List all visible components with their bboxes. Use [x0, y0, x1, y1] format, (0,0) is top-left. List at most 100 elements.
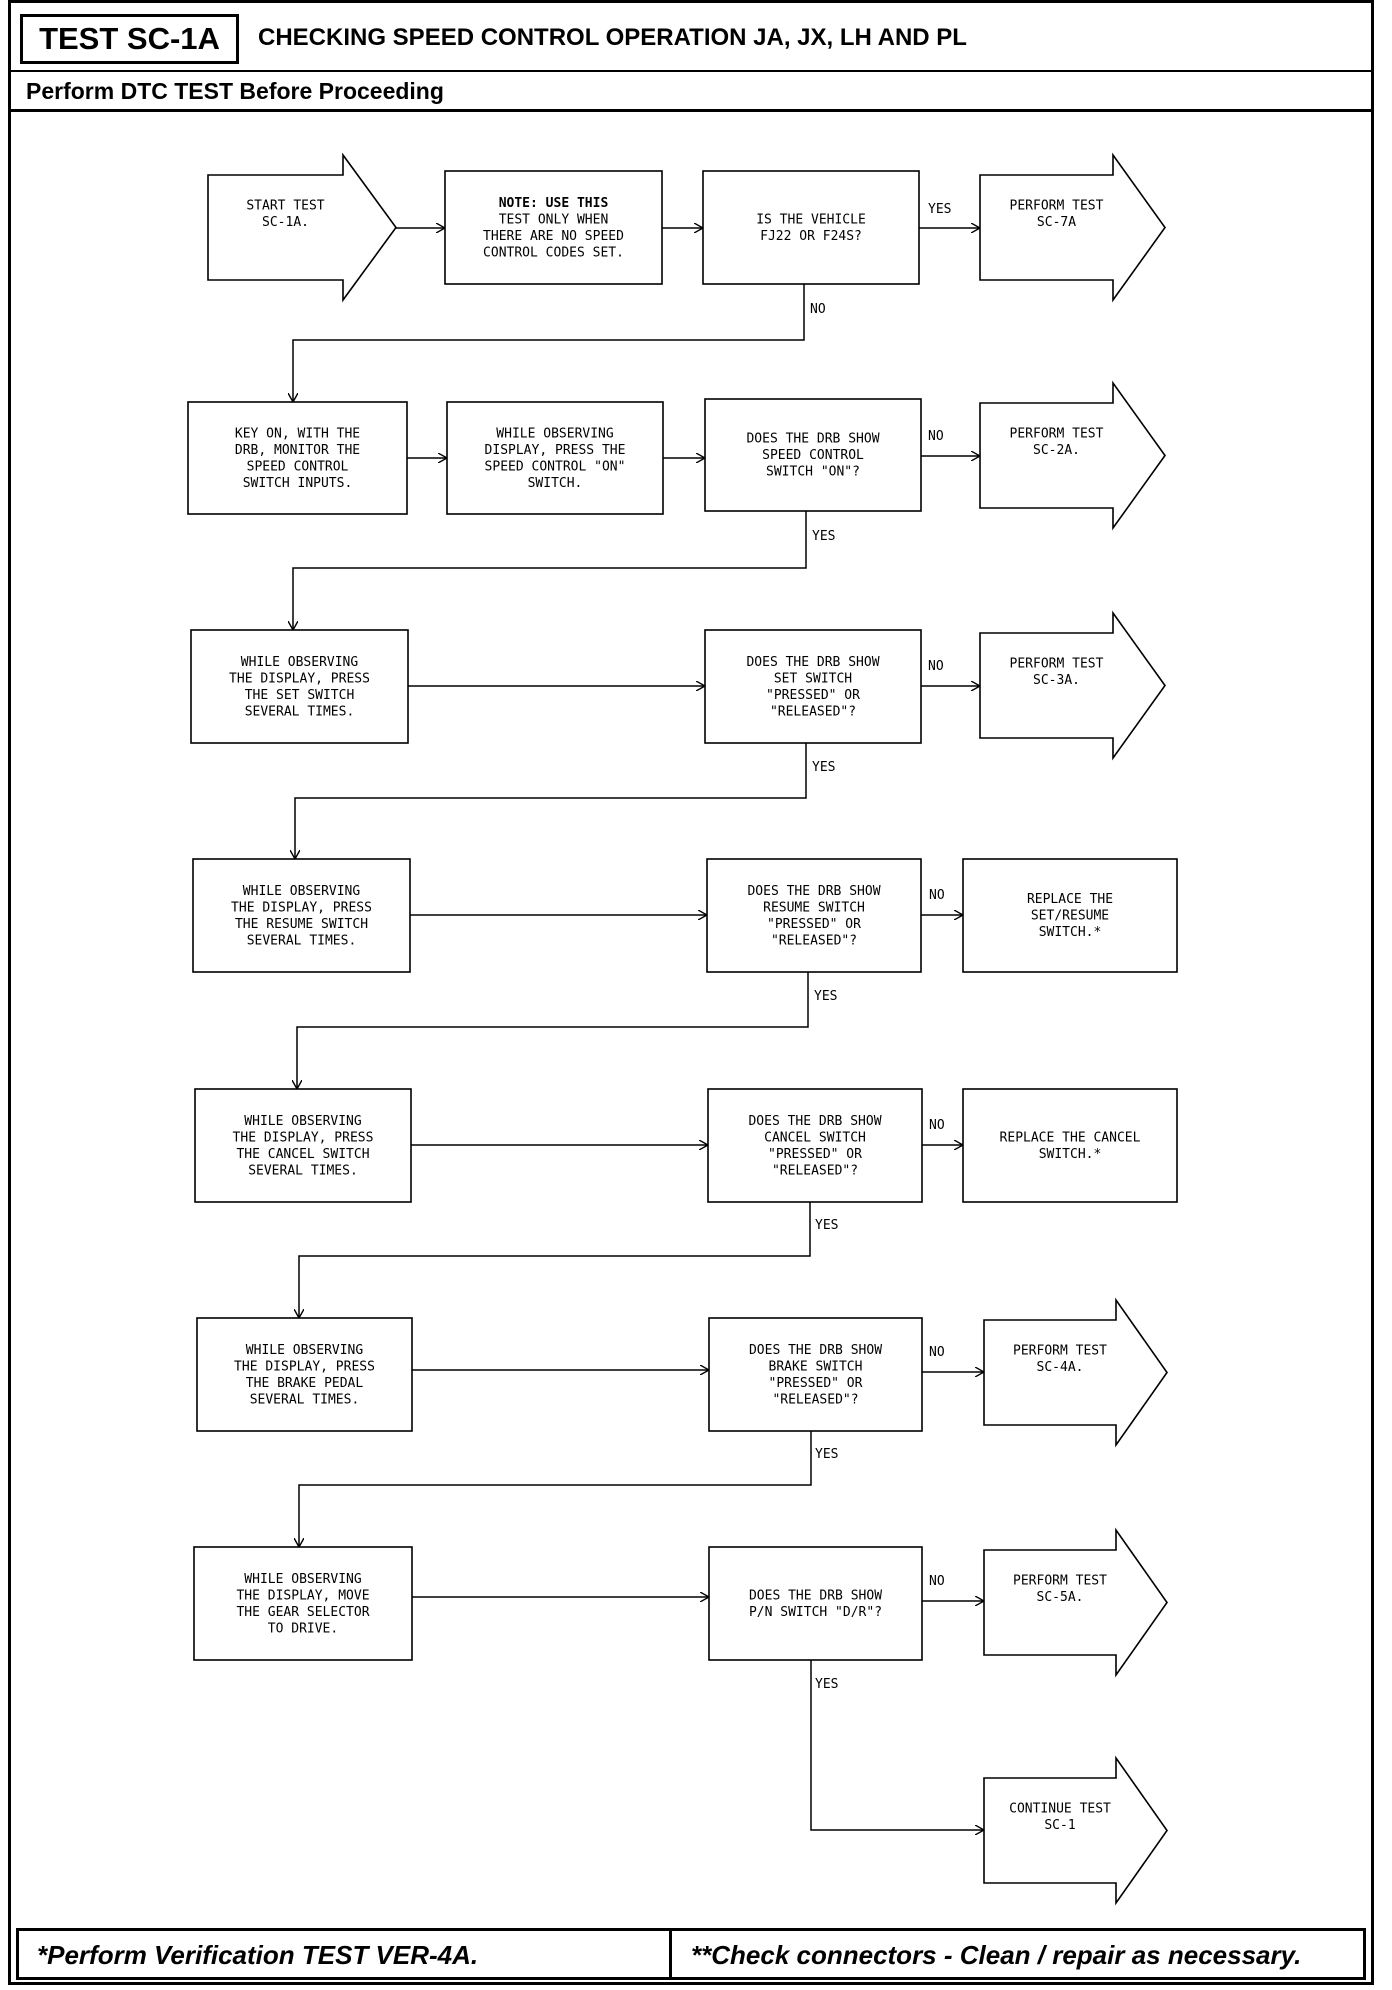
subheader-row: Perform DTC TEST Before Proceeding — [8, 72, 1374, 112]
node-q_cancel-line: "PRESSED" OR — [768, 1147, 862, 1162]
node-press_cancel-line: SEVERAL TIMES. — [248, 1163, 358, 1178]
box-press_brake — [196, 1317, 413, 1432]
node-q_brake-line: DOES THE DRB SHOW — [749, 1343, 882, 1358]
box-q_pn — [708, 1546, 923, 1661]
node-press_set-line: SEVERAL TIMES. — [245, 704, 355, 719]
node-press_brake-line: WHILE OBSERVING — [246, 1343, 364, 1358]
node-sc5a-line: PERFORM TEST — [1013, 1573, 1107, 1588]
page-subtitle: Perform DTC TEST Before Proceeding — [26, 78, 444, 104]
node-q_brake-line: "PRESSED" OR — [769, 1376, 863, 1391]
node-q_resume-line: RESUME SWITCH — [763, 900, 865, 915]
node-note-line: CONTROL CODES SET. — [483, 245, 624, 260]
connector — [299, 1431, 812, 1547]
node-move_gear-line: THE GEAR SELECTOR — [236, 1605, 369, 1620]
node-press_on-line: SWITCH. — [528, 476, 583, 491]
footer-connector-note: **Check connectors - Clean / repair as n… — [691, 1940, 1302, 1970]
connector — [295, 743, 807, 859]
node-q_vehicle-line: FJ22 OR F24S? — [760, 229, 862, 244]
box-replace_setresume — [962, 858, 1178, 973]
node-q_vehicle-line: IS THE VEHICLE — [756, 212, 866, 227]
node-q_set-line: "PRESSED" OR — [766, 688, 860, 703]
node-key_on-line: KEY ON, WITH THE — [235, 426, 360, 441]
arrow-start — [207, 152, 397, 303]
node-sc2a-line: SC-2A. — [1033, 443, 1080, 458]
label-yes: YES — [815, 1677, 838, 1692]
node-press_resume-line: THE DISPLAY, PRESS — [231, 900, 372, 915]
connector — [810, 1660, 984, 1830]
node-q_cancel-line: CANCEL SWITCH — [764, 1130, 866, 1145]
node-press_brake-line: THE DISPLAY, PRESS — [234, 1359, 375, 1374]
label-yes: YES — [815, 1447, 838, 1462]
node-press_cancel-line: WHILE OBSERVING — [244, 1114, 362, 1129]
node-press_cancel-line: THE CANCEL SWITCH — [236, 1147, 369, 1162]
footer-verification-note: *Perform Verification TEST VER-4A. — [37, 1940, 479, 1970]
connector — [299, 1202, 811, 1318]
node-replace_cancel-line: REPLACE THE CANCEL — [1000, 1130, 1141, 1145]
node-key_on-line: SPEED CONTROL — [247, 459, 349, 474]
node-move_gear-line: TO DRIVE. — [268, 1621, 338, 1636]
test-id-box: TEST SC-1A — [20, 14, 239, 64]
label-no: NO — [929, 1574, 945, 1589]
label-no: NO — [928, 429, 944, 444]
node-q_resume-line: DOES THE DRB SHOW — [747, 884, 880, 899]
node-start-line: START TEST — [246, 198, 324, 213]
node-continue-line: CONTINUE TEST — [1009, 1801, 1111, 1816]
arrow-sc7a — [979, 152, 1166, 303]
node-press_on-line: SPEED CONTROL "ON" — [485, 459, 626, 474]
node-q_on-line: SPEED CONTROL — [762, 448, 864, 463]
box-q_cancel — [707, 1088, 923, 1203]
arrow-sc5a — [983, 1527, 1168, 1678]
node-q_resume-line: "RELEASED"? — [771, 933, 857, 948]
node-press_resume-line: SEVERAL TIMES. — [247, 933, 357, 948]
node-key_on-line: DRB, MONITOR THE — [235, 443, 360, 458]
node-replace_setresume-line: SWITCH.* — [1039, 925, 1102, 940]
node-note-line: THERE ARE NO SPEED — [483, 229, 624, 244]
label-yes: YES — [815, 1218, 838, 1233]
node-q_on-line: DOES THE DRB SHOW — [746, 432, 879, 447]
node-sc3a-line: PERFORM TEST — [1010, 656, 1104, 671]
node-sc3a-line: SC-3A. — [1033, 673, 1080, 688]
node-q_pn-line: P/N SWITCH "D/R"? — [749, 1605, 882, 1620]
node-sc4a-line: SC-4A. — [1037, 1360, 1084, 1375]
node-q_brake-line: BRAKE SWITCH — [769, 1359, 863, 1374]
node-press_set-line: THE DISPLAY, PRESS — [229, 671, 370, 686]
box-replace_cancel — [962, 1088, 1178, 1203]
node-press_resume-line: WHILE OBSERVING — [243, 884, 361, 899]
box-press_resume — [192, 858, 411, 973]
label-yes: YES — [814, 989, 837, 1004]
page-frame — [8, 0, 1374, 1985]
node-q_cancel-line: "RELEASED"? — [772, 1163, 858, 1178]
node-start-line: SC-1A. — [262, 215, 309, 230]
node-q_brake-line: "RELEASED"? — [772, 1392, 858, 1407]
header-row: TEST SC-1A CHECKING SPEED CONTROL OPERAT… — [8, 0, 1374, 72]
box-q_resume — [706, 858, 922, 973]
node-q_resume-line: "PRESSED" OR — [767, 917, 861, 932]
node-move_gear-line: THE DISPLAY, MOVE — [236, 1588, 369, 1603]
box-press_set — [190, 629, 409, 744]
arrow-sc3a — [979, 610, 1166, 761]
node-press_set-line: WHILE OBSERVING — [241, 655, 359, 670]
label-yes: YES — [928, 202, 951, 217]
label-no: NO — [929, 1345, 945, 1360]
box-q_vehicle — [702, 170, 920, 285]
node-replace_cancel-line: SWITCH.* — [1039, 1147, 1102, 1162]
box-q_set — [704, 629, 922, 744]
connector — [293, 511, 807, 630]
node-q_on-line: SWITCH "ON"? — [766, 465, 860, 480]
node-sc5a-line: SC-5A. — [1037, 1590, 1084, 1605]
label-no: NO — [928, 659, 944, 674]
label-no: NO — [810, 302, 826, 317]
box-q_brake — [708, 1317, 923, 1432]
connector — [297, 972, 809, 1089]
node-sc7a-line: PERFORM TEST — [1010, 198, 1104, 213]
footer-divider — [669, 1931, 672, 1977]
box-press_on — [446, 401, 664, 515]
label-no: NO — [929, 1118, 945, 1133]
node-press_set-line: THE SET SWITCH — [245, 688, 355, 703]
node-sc4a-line: PERFORM TEST — [1013, 1343, 1107, 1358]
box-press_cancel — [194, 1088, 412, 1203]
node-key_on-line: SWITCH INPUTS. — [243, 476, 353, 491]
node-replace_setresume-line: REPLACE THE — [1027, 892, 1113, 907]
